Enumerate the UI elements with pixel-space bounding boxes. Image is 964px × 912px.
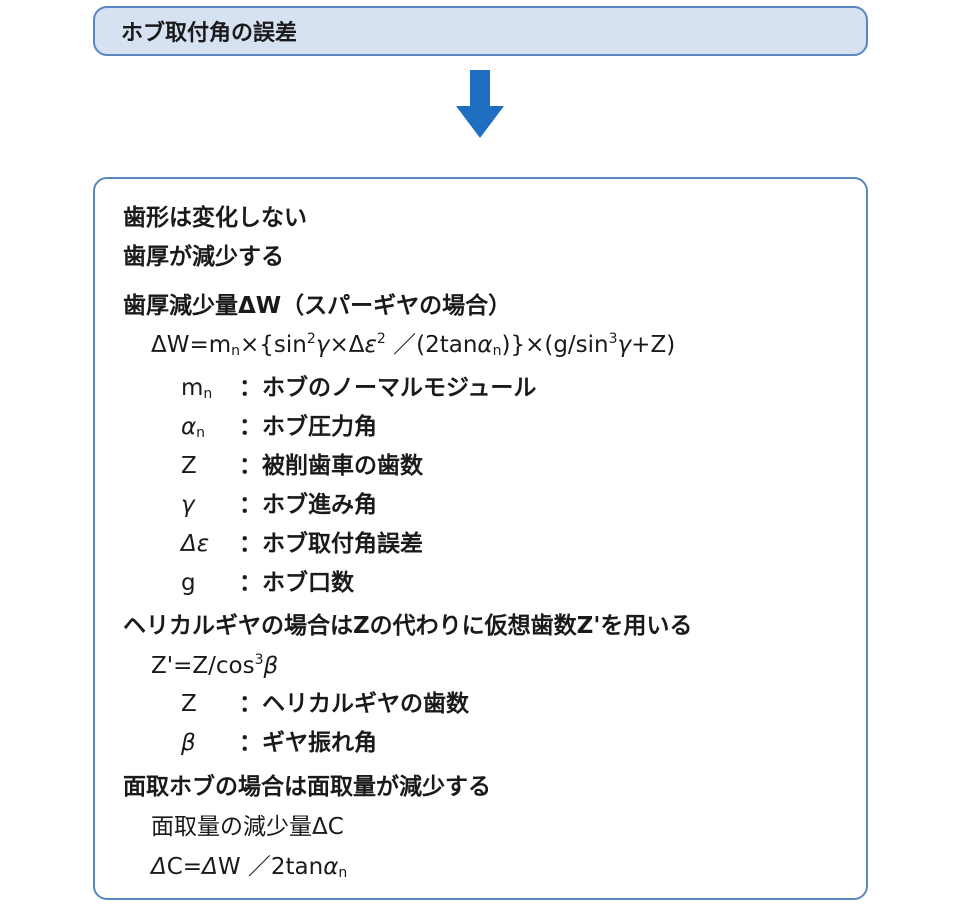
def-row-z-helical: Z ：ヘリカルギヤの歯数 [181,689,469,719]
formula-delta-c: ΔC=ΔW ／2tanαn [151,854,348,881]
text-line-profile: 歯形は変化しない [123,205,307,231]
def-symbol: mn [181,375,213,402]
def-symbol: αn [181,414,206,441]
def-row-epsilon: Δε ：ホブ取付角誤差 [181,529,423,559]
down-arrow-icon [456,70,504,138]
def-text: ：被削歯車の歯数 [239,453,423,479]
header-box: ホブ取付角の誤差 [93,6,868,56]
text-line-chamfer: 面取ホブの場合は面取量が減少する [123,774,491,800]
formula-virtual-teeth: Z'=Z/cos3β [151,652,279,679]
def-text: ：ヘリカルギヤの歯数 [239,691,469,717]
def-text: ：ホブ圧力角 [239,414,377,440]
def-row-g: g ：ホブ口数 [181,568,354,598]
def-row-mn: mn ：ホブのノーマルモジュール [181,373,536,403]
def-text: ：ギヤ振れ角 [239,730,377,756]
def-symbol: β [181,730,196,756]
def-symbol: Z [181,453,197,479]
def-row-beta: β ：ギヤ振れ角 [181,728,377,758]
def-symbol: γ [181,492,195,518]
def-row-alpha: αn ：ホブ圧力角 [181,412,377,442]
formula-delta-w: ΔW=mn×{sin2γ×Δε2 ／(2tanαn)}×(g/sin3γ+Z) [151,331,676,359]
def-text: ：ホブのノーマルモジュール [239,375,537,401]
def-text: ：ホブ口数 [239,570,354,596]
text-line-reduction: 歯厚減少量ΔW（スパーギヤの場合） [123,293,512,319]
def-row-z: Z ：被削歯車の歯数 [181,451,423,481]
text-line-chamfer-reduction: 面取量の減少量ΔC [151,814,344,840]
def-symbol: Z [181,691,197,717]
content-box: 歯形は変化しない 歯厚が減少する 歯厚減少量ΔW（スパーギヤの場合） ΔW=mn… [93,177,868,900]
def-row-gamma: γ ：ホブ進み角 [181,490,377,520]
header-title: ホブ取付角の誤差 [121,21,298,46]
def-symbol: g [181,570,196,596]
text-line-thickness: 歯厚が減少する [123,244,284,270]
text-line-helical: ヘリカルギヤの場合はZの代わりに仮想歯数Z'を用いる [123,613,693,639]
def-text: ：ホブ取付角誤差 [239,531,423,557]
def-text: ：ホブ進み角 [239,492,377,518]
def-symbol: Δε [181,531,210,557]
